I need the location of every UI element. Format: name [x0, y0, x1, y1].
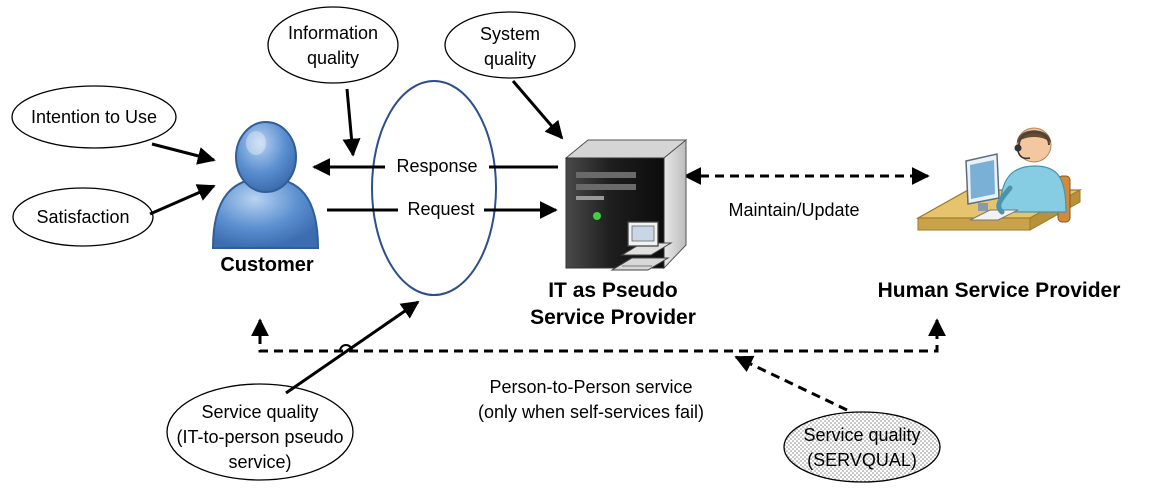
system-quality-label-line1: System: [480, 24, 540, 44]
information-quality-node: Information quality: [267, 6, 399, 84]
service-quality-it-label-line3: service): [228, 452, 291, 472]
human-provider-label: Human Service Provider: [878, 279, 1121, 302]
it-provider-label-line1: IT as Pseudo: [548, 279, 678, 302]
solid-arrows: [149, 80, 564, 395]
information-quality-label-line2: quality: [307, 48, 359, 68]
system-quality-label-line2: quality: [484, 49, 536, 69]
service-quality-servqual-label-line2: (SERVQUAL): [807, 450, 917, 470]
request-label: Request: [407, 199, 474, 219]
it-provider-label-line2: Service Provider: [530, 306, 696, 329]
service-quality-servqual-label-line1: Service quality: [803, 425, 920, 445]
service-quality-servqual-node: Service quality (SERVQUAL): [783, 411, 941, 483]
intention-to-use-label: Intention to Use: [31, 107, 157, 127]
person-to-person-label-line2: (only when self-services fail): [478, 402, 704, 422]
dashed-connections: [251, 167, 946, 412]
intention-to-satisfaction-arrow: [151, 142, 216, 165]
response-label: Response: [396, 156, 477, 176]
satisfaction-node: Satisfaction: [12, 187, 154, 247]
service-quality-it-label-line1: Service quality: [201, 402, 318, 422]
call-center-agent-icon: [915, 127, 1083, 231]
person-icon: [211, 121, 320, 249]
server-icon: [564, 138, 688, 271]
person-to-person-loop: [251, 318, 946, 353]
intention-to-use-node: Intention to Use: [11, 85, 177, 149]
satisfaction-label: Satisfaction: [36, 207, 129, 227]
system-quality-node: System quality: [444, 11, 576, 79]
servqual-arrow: [734, 355, 848, 412]
system-quality-arrow: [511, 80, 564, 140]
channel-ellipse: [371, 80, 497, 296]
information-quality-label-line1: Information: [288, 23, 378, 43]
customer-label: Customer: [220, 254, 314, 276]
satisfaction-to-customer-arrow: [149, 184, 216, 216]
person-to-person-label-line1: Person-to-Person service: [489, 377, 692, 397]
service-quality-it-label-line2: (IT-to-person pseudo: [176, 427, 343, 447]
maintain-update-label: Maintain/Update: [728, 200, 859, 220]
information-quality-arrow: [342, 88, 361, 157]
service-quality-it-node: Service quality (IT-to-person pseudo ser…: [166, 383, 354, 481]
